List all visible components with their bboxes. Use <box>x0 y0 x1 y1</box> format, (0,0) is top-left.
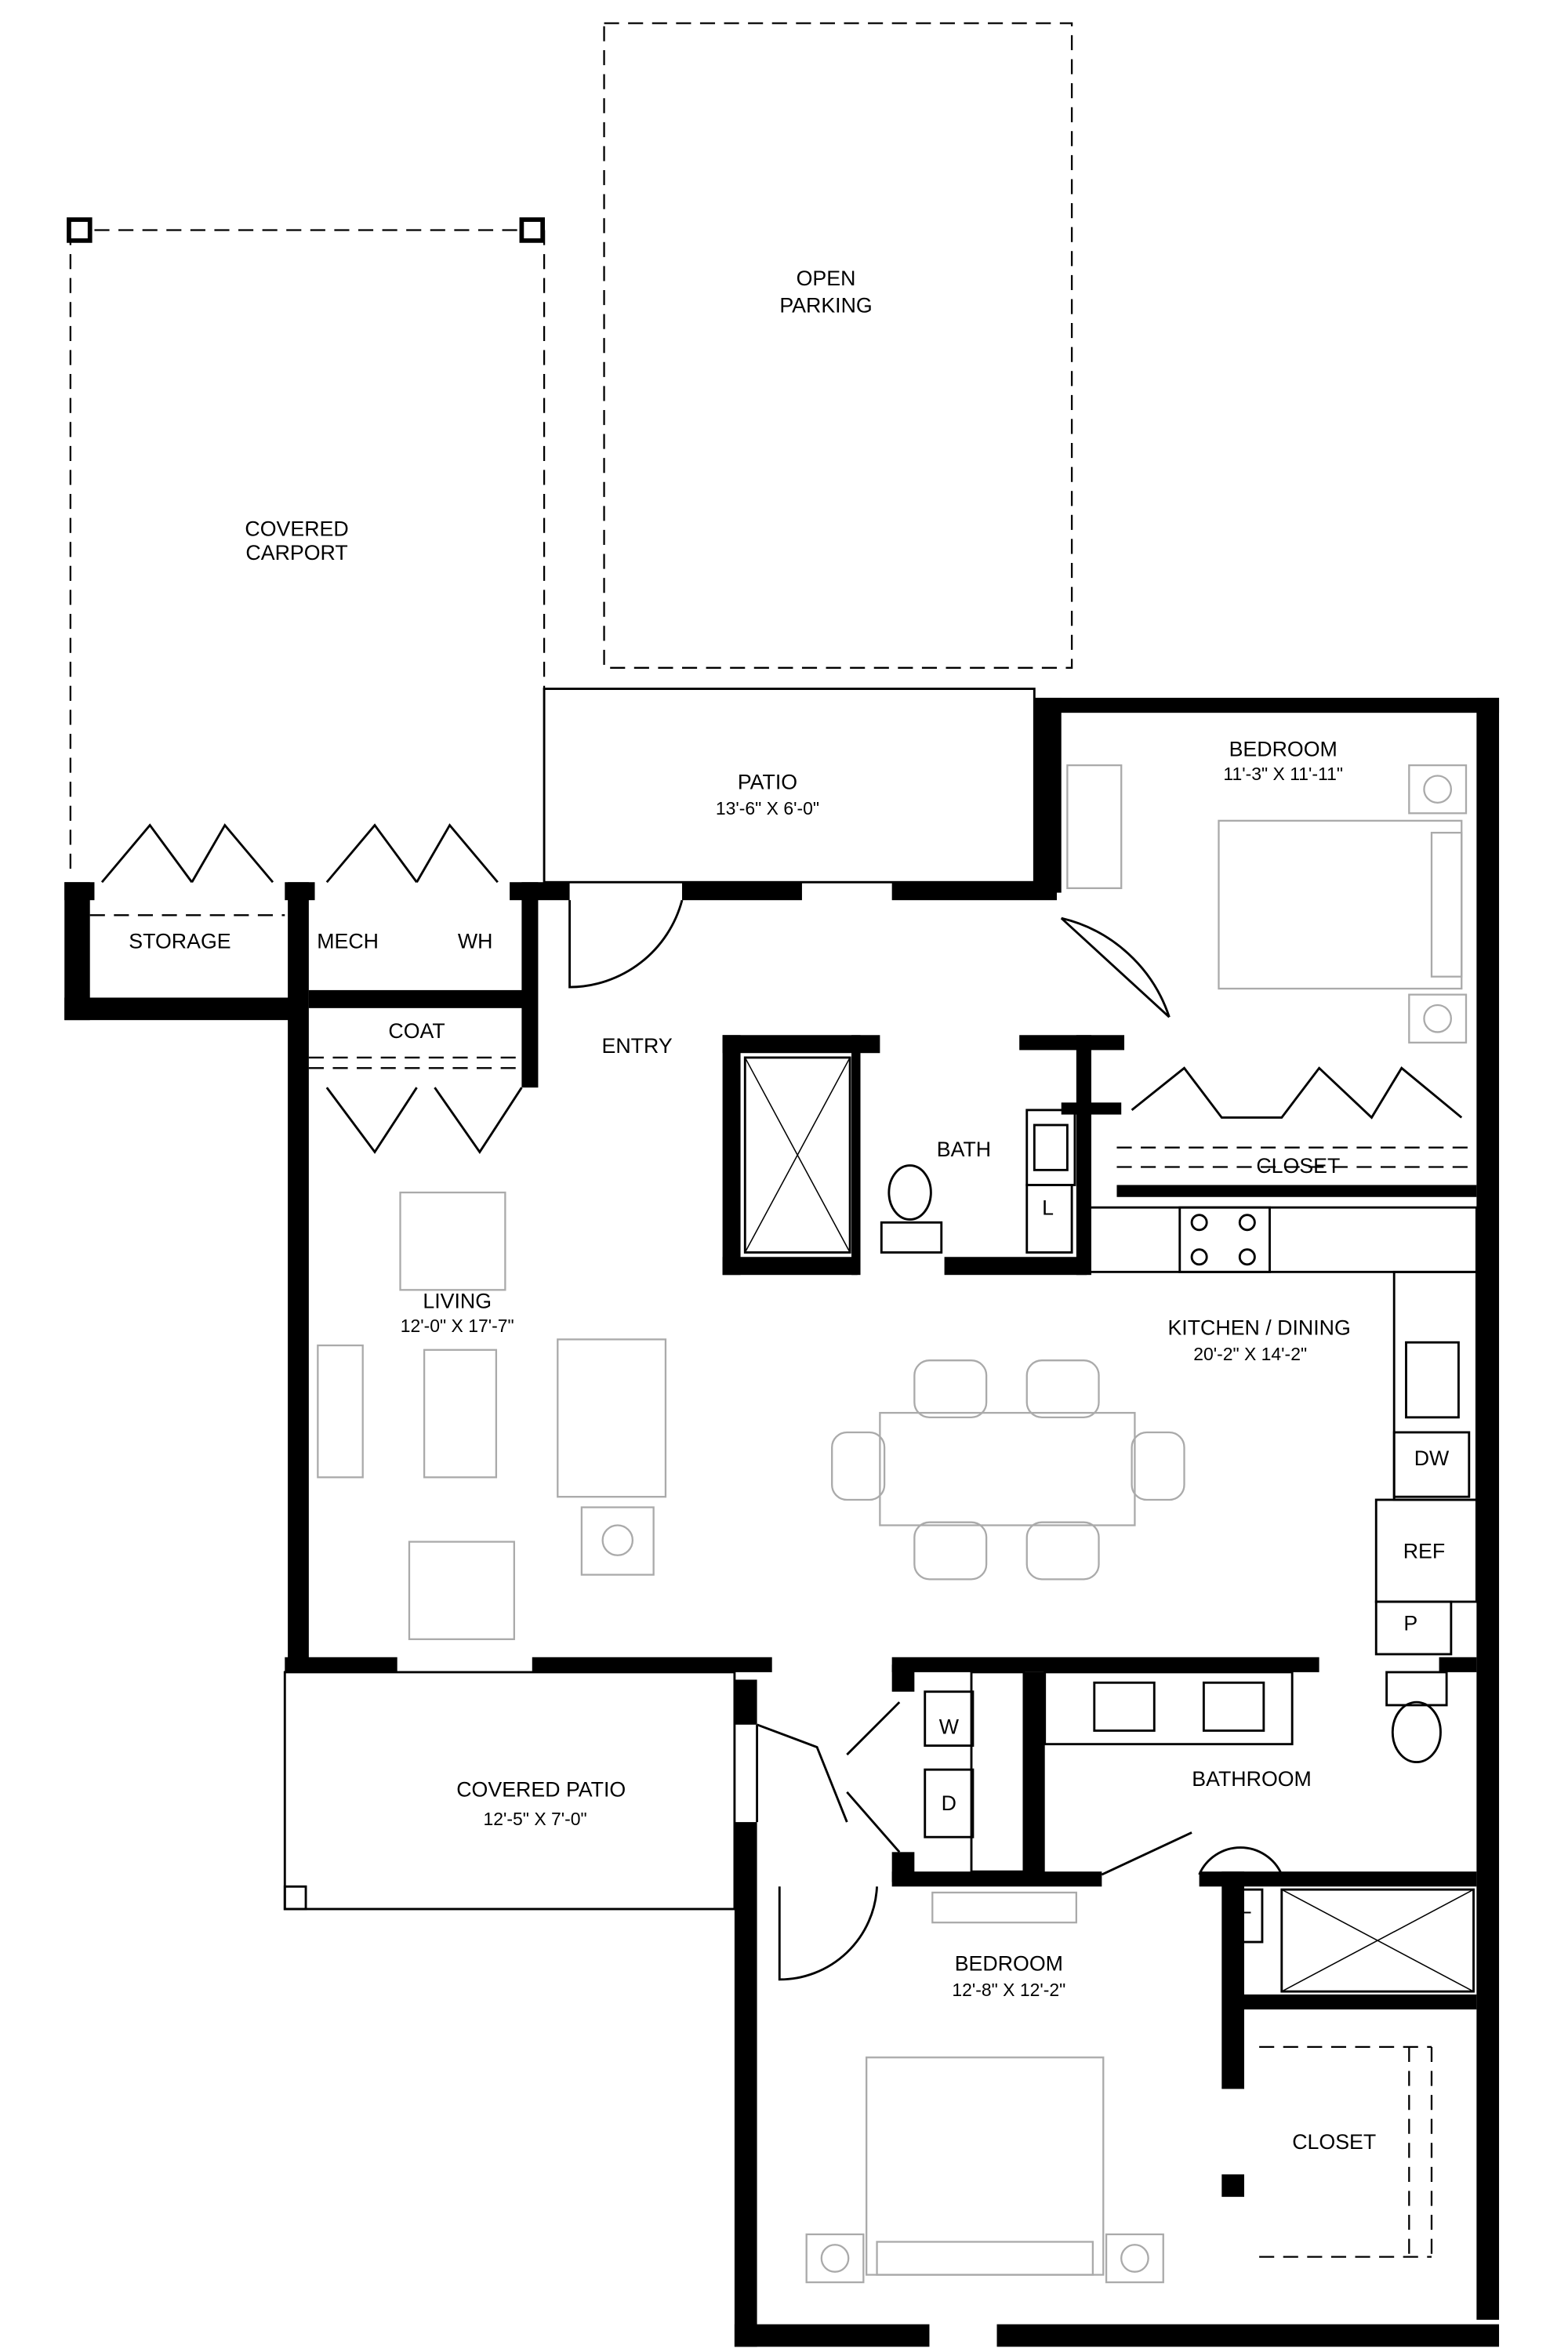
mech-label: MECH <box>317 929 379 953</box>
carport-label: CARPORT <box>245 541 347 564</box>
entry-label: ENTRY <box>602 1034 673 1058</box>
room-labels: OPEN PARKING COVERED CARPORT PATIO 13'-6… <box>129 267 1450 2154</box>
furniture <box>317 764 1468 2284</box>
open-parking-label: OPEN <box>797 267 856 290</box>
walls <box>64 698 1500 2347</box>
coat-label: COAT <box>388 1019 445 1043</box>
pantry-label: P <box>1403 1611 1417 1635</box>
linen-2-label: L <box>1240 1895 1251 1918</box>
carport-label: COVERED <box>245 517 348 541</box>
closet-2-label: CLOSET <box>1292 2130 1376 2154</box>
shower <box>743 1056 851 1254</box>
water-heater-label: WH <box>458 929 493 953</box>
kitchen-dining-dims: 20'-2" X 14'-2" <box>1193 1344 1307 1364</box>
storage-label: STORAGE <box>129 929 230 953</box>
dishwasher-label: DW <box>1414 1446 1450 1470</box>
open-parking-label: PARKING <box>779 294 872 318</box>
covered-patio-dims: 12'-5" X 7'-0" <box>484 1809 587 1829</box>
living-dims: 12'-0" X 17'-7" <box>401 1316 514 1336</box>
patio-label: PATIO <box>738 771 797 794</box>
doors <box>100 823 1463 1981</box>
bed <box>1218 819 1463 990</box>
carport-area <box>67 217 546 878</box>
fixtures <box>89 914 1478 2258</box>
open-parking-area <box>603 22 1073 669</box>
bedroom-2-dims: 12'-8" X 12'-2" <box>952 1980 1065 2000</box>
patio-dims: 13'-6" X 6'-0" <box>716 798 819 818</box>
carport-post <box>67 217 93 243</box>
toilet <box>887 1164 932 1221</box>
bedroom-1-label: BEDROOM <box>1229 738 1338 761</box>
bedroom-1-dims: 11'-3" X 11'-11" <box>1223 764 1343 784</box>
living-label: LIVING <box>423 1289 492 1312</box>
bedroom-2-label: BEDROOM <box>955 1951 1063 1975</box>
dining-table <box>879 1411 1136 1526</box>
dryer-label: D <box>942 1791 956 1815</box>
covered-patio-outline <box>283 1671 736 1911</box>
washer-label: W <box>939 1715 960 1738</box>
closet-1-label: CLOSET <box>1256 1154 1340 1178</box>
bathroom-label: BATHROOM <box>1192 1767 1312 1791</box>
range <box>1178 1206 1271 1273</box>
bath-label: BATH <box>937 1138 991 1161</box>
carport-post <box>519 217 546 243</box>
refrigerator-label: REF <box>1403 1540 1446 1563</box>
covered-patio-label: COVERED PATIO <box>456 1778 626 1802</box>
kitchen-dining-label: KITCHEN / DINING <box>1167 1316 1350 1340</box>
linen-1-label: L <box>1042 1196 1054 1220</box>
